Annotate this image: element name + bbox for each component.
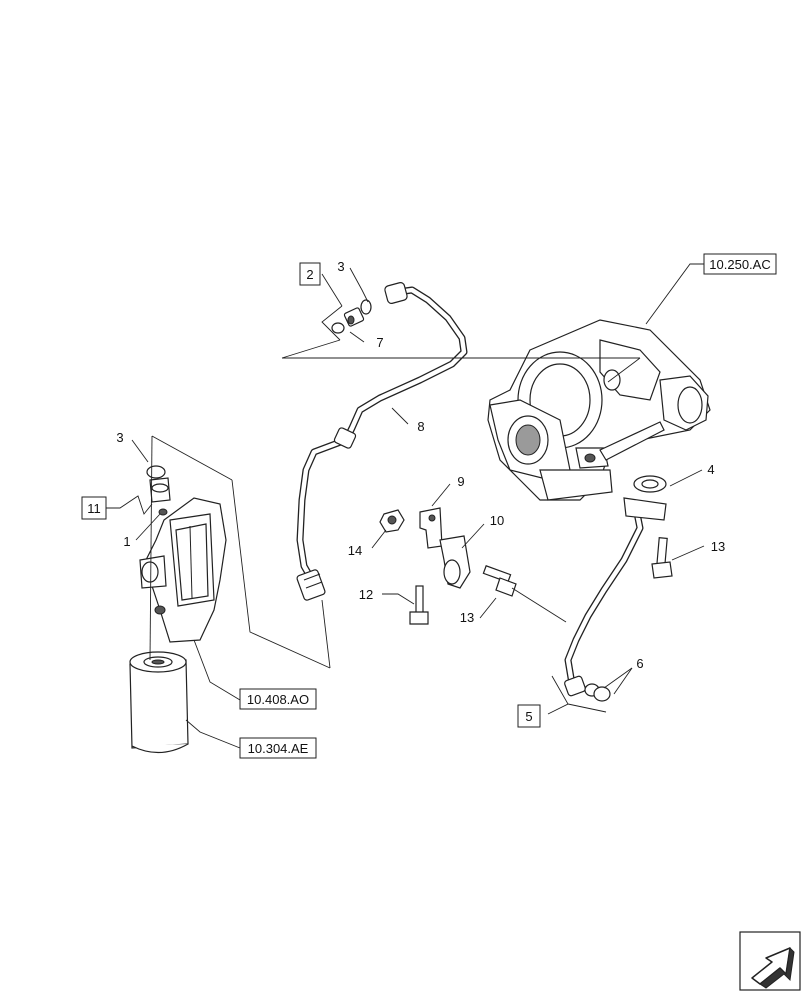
clamp-10[interactable] bbox=[439, 535, 471, 589]
oil-feed-tube[interactable] bbox=[296, 282, 468, 601]
bracket-9[interactable] bbox=[419, 507, 443, 549]
callout-4: 4 bbox=[707, 462, 714, 477]
bolt-13-right[interactable] bbox=[651, 537, 673, 579]
oil-filter-head[interactable] bbox=[139, 497, 227, 643]
bolt-12[interactable] bbox=[409, 585, 429, 625]
callout-13-mid: 13 bbox=[460, 610, 474, 625]
callouts: 2 3 7 8 3 11 1 9 10 14 12 13 4 13 6 5 bbox=[81, 259, 725, 728]
callout-3-top: 3 bbox=[337, 259, 344, 274]
ref-turbo[interactable]: 10.250.AC bbox=[709, 257, 770, 272]
callout-6: 6 bbox=[636, 656, 643, 671]
callout-2: 2 bbox=[306, 267, 313, 282]
ref-filter[interactable]: 10.304.AE bbox=[248, 741, 309, 756]
callout-box-5 bbox=[517, 704, 541, 728]
arrow-next-icon[interactable] bbox=[739, 931, 801, 991]
callout-box-11 bbox=[81, 496, 107, 520]
ref-box-filter[interactable] bbox=[239, 737, 317, 759]
callout-8: 8 bbox=[417, 419, 424, 434]
banjo-fitting[interactable] bbox=[331, 299, 372, 334]
ref-box-filter-head[interactable] bbox=[239, 688, 317, 710]
callout-14: 14 bbox=[348, 543, 362, 558]
callout-12: 12 bbox=[359, 587, 373, 602]
oil-return-tube[interactable] bbox=[564, 475, 667, 697]
leader-lines bbox=[106, 263, 705, 749]
reference-boxes: 10.250.AC 10.408.AO 10.304.AE bbox=[239, 253, 777, 759]
oil-filter[interactable] bbox=[129, 651, 189, 754]
ref-box-turbo[interactable] bbox=[703, 253, 777, 275]
ref-filter-head[interactable]: 10.408.AO bbox=[247, 692, 309, 707]
filter-adapter-fitting[interactable] bbox=[146, 465, 171, 516]
callout-10: 10 bbox=[490, 513, 504, 528]
callout-5: 5 bbox=[525, 709, 532, 724]
callout-11: 11 bbox=[87, 501, 101, 516]
nut-14[interactable] bbox=[379, 509, 405, 533]
callout-9: 9 bbox=[457, 474, 464, 489]
bolt-13-mid[interactable] bbox=[482, 565, 517, 597]
callout-13-right: 13 bbox=[711, 539, 725, 554]
callout-1: 1 bbox=[123, 534, 130, 549]
o-rings[interactable] bbox=[584, 683, 611, 702]
callout-7: 7 bbox=[376, 335, 383, 350]
callout-3-left: 3 bbox=[116, 430, 123, 445]
callout-box-2 bbox=[299, 262, 321, 286]
turbocharger[interactable] bbox=[487, 319, 711, 501]
